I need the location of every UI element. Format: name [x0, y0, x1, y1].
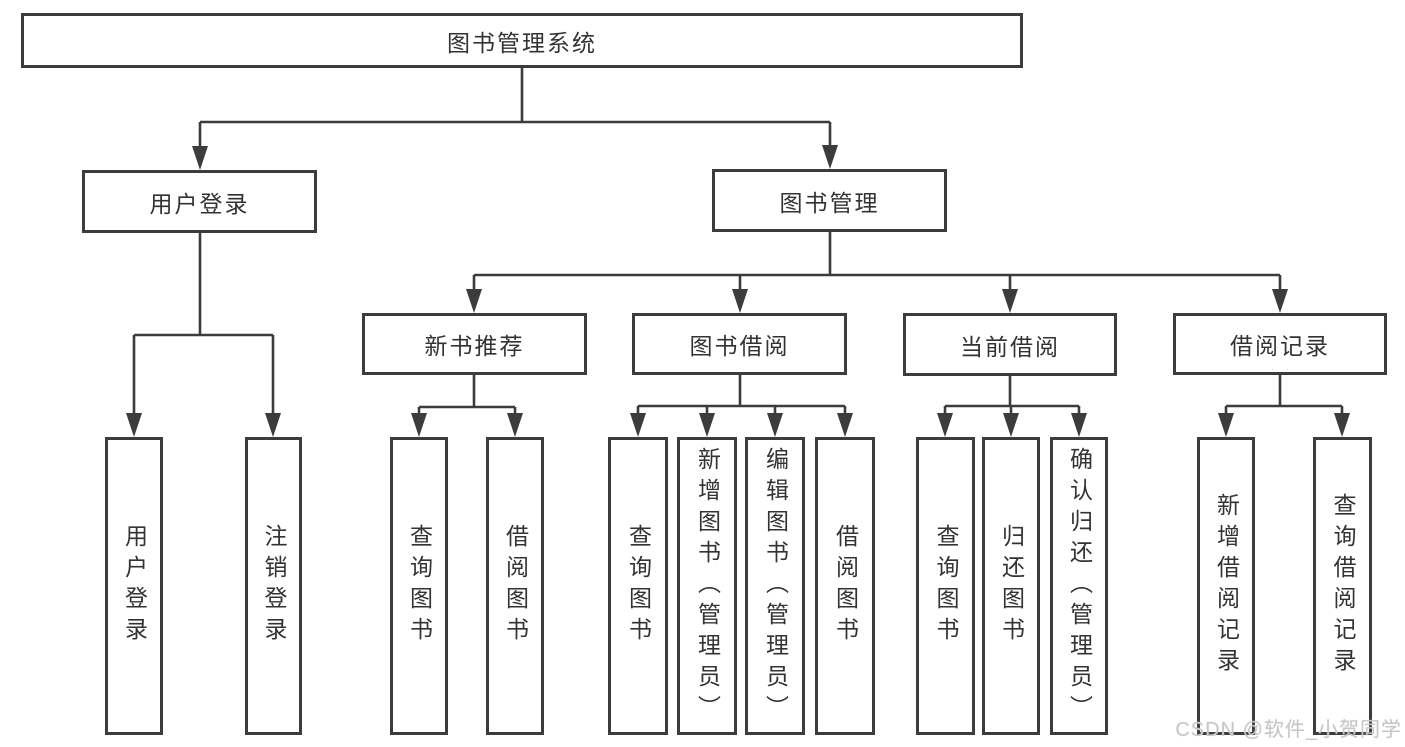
arrowhead-icon: [265, 413, 281, 437]
arrowhead-icon: [466, 289, 482, 313]
node-label: 新增借阅记录: [1213, 493, 1240, 679]
node-label: 编辑图书（管理员）: [762, 446, 789, 726]
node-label: 借阅图书: [832, 524, 859, 648]
arrowhead-icon: [126, 413, 142, 437]
arrowhead-icon: [1334, 413, 1350, 437]
arrowhead-icon: [1071, 413, 1087, 437]
node-book-management: 图书管理: [712, 169, 947, 232]
arrowhead-icon: [1272, 289, 1288, 313]
node-book-borrowing: 图书借阅: [632, 313, 847, 375]
node-new-book-recommendation: 新书推荐: [362, 313, 587, 375]
node-label: 用户登录: [149, 190, 250, 217]
node-user-login: 用户登录: [82, 170, 317, 233]
leaf-query-borrow-record: 查询借阅记录: [1313, 437, 1372, 735]
leaf-borrow-books-recommend: 借阅图书: [486, 437, 544, 735]
leaf-return-books: 归还图书: [982, 437, 1040, 735]
node-label: 图书管理: [779, 189, 880, 216]
node-label: 注销登录: [261, 524, 287, 648]
arrowhead-icon: [507, 413, 523, 437]
node-label: 归还图书: [998, 524, 1025, 648]
node-label: 图书借阅: [689, 333, 790, 359]
node-label: 新书推荐: [424, 333, 525, 359]
node-label: 借阅记录: [1230, 333, 1330, 359]
leaf-user-login: 用户登录: [105, 437, 163, 735]
leaf-query-books-recommend: 查询图书: [390, 437, 448, 735]
arrowhead-icon: [1003, 413, 1019, 437]
node-current-borrowing: 当前借阅: [903, 313, 1117, 376]
node-label: 查询图书: [406, 524, 433, 648]
leaf-confirm-return-admin: 确认归还（管理员）: [1050, 437, 1108, 735]
node-label: 图书管理系统: [447, 29, 597, 56]
leaf-query-books-borrow: 查询图书: [608, 437, 668, 735]
leaf-edit-books-admin: 编辑图书（管理员）: [745, 437, 805, 735]
node-label: 用户登录: [121, 524, 148, 648]
node-label: 查询借阅记录: [1330, 493, 1356, 679]
arrowhead-icon: [630, 413, 646, 437]
node-label: 当前借阅: [960, 333, 1060, 360]
arrowhead-icon: [699, 413, 715, 437]
arrowhead-icon: [937, 413, 953, 437]
arrowhead-icon: [1002, 289, 1018, 313]
node-label: 查询图书: [933, 524, 959, 648]
node-library-management-system: 图书管理系统: [21, 13, 1023, 68]
leaf-query-books-current: 查询图书: [916, 437, 975, 735]
csdn-watermark: CSDN @软件_小贺同学: [1175, 719, 1402, 741]
leaf-borrow-books: 借阅图书: [815, 437, 875, 735]
node-label: 新增图书（管理员）: [694, 446, 721, 726]
arrowhead-icon: [732, 289, 748, 313]
arrowhead-icon: [411, 413, 427, 437]
leaf-add-borrow-record: 新增借阅记录: [1197, 437, 1255, 735]
node-borrowing-records: 借阅记录: [1173, 313, 1387, 375]
arrowhead-icon: [822, 145, 838, 169]
arrowhead-icon: [837, 413, 853, 437]
node-label: 查询图书: [625, 524, 652, 648]
arrowhead-icon: [1218, 413, 1234, 437]
arrowhead-icon: [767, 413, 783, 437]
leaf-logout: 注销登录: [245, 437, 302, 735]
arrowhead-icon: [192, 146, 208, 170]
leaf-add-books-admin: 新增图书（管理员）: [677, 437, 737, 735]
node-label: 借阅图书: [502, 524, 529, 648]
node-label: 确认归还（管理员）: [1066, 446, 1093, 726]
